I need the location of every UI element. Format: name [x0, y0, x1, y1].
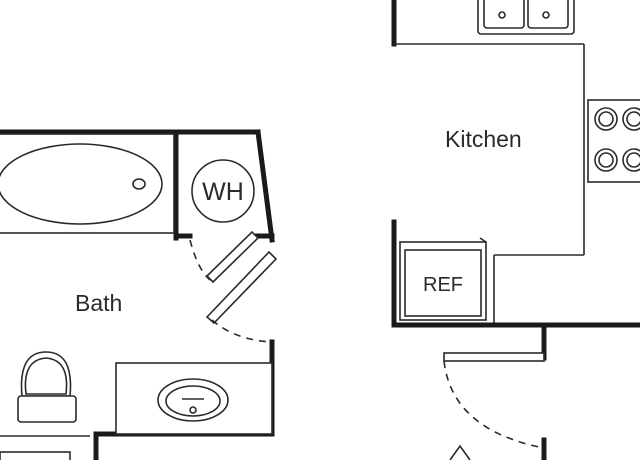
stove	[587, 99, 640, 183]
kitchen-label: Kitchen	[445, 126, 522, 152]
kitchen-walls	[391, 0, 640, 361]
toilet	[17, 351, 77, 423]
refrigerator-label: REF	[423, 274, 463, 296]
entry-door	[443, 352, 547, 460]
counter-stub	[0, 451, 71, 460]
bath-label: Bath	[75, 290, 123, 316]
bathtub	[0, 133, 175, 234]
water-heater: WH	[191, 159, 255, 223]
refrigerator: REF	[399, 237, 487, 321]
vanity	[115, 362, 273, 435]
bath-door	[211, 319, 273, 343]
kitchen-sink	[477, 0, 575, 35]
closet-doors	[189, 230, 278, 325]
water-heater-label: WH	[202, 178, 244, 206]
